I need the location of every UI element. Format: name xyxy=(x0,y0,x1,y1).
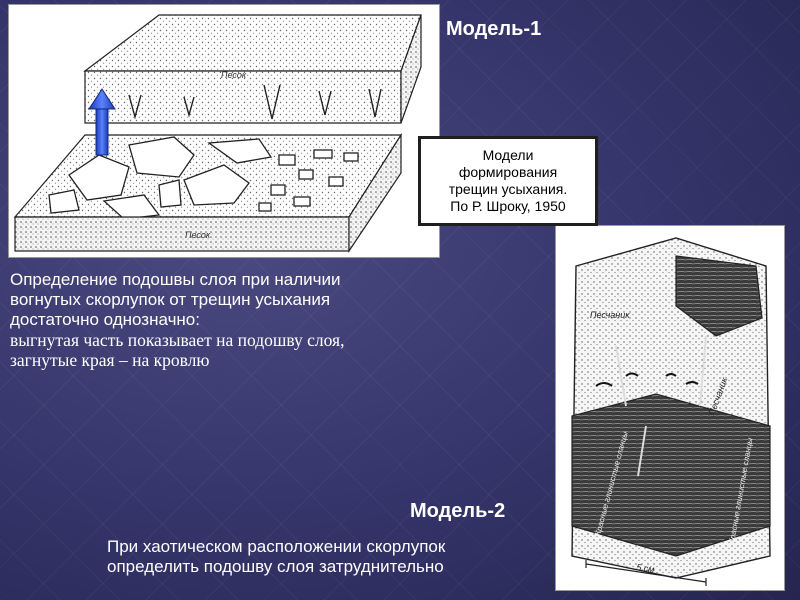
upward-arrow-icon xyxy=(88,88,116,156)
sandstone-label-left: Песчаник xyxy=(590,310,630,320)
description-line: вогнутых скорлупок от трещин усыхания xyxy=(10,290,331,309)
description-line: загнутые края – на кровлю xyxy=(10,350,210,370)
model1-illustration: Песок Песок xyxy=(8,4,440,258)
caption-line: По Р. Шроку, 1950 xyxy=(450,198,566,214)
caption-box: Модели формирования трещин усыхания. По … xyxy=(418,136,598,226)
caption-line: формирования xyxy=(458,164,558,180)
crack-lines xyxy=(615,335,707,477)
caption-line: Модели xyxy=(482,147,534,163)
mudcrack-shells xyxy=(48,136,359,220)
shell-fragments xyxy=(595,372,699,387)
top-sand-top-face xyxy=(83,14,422,72)
description-line: При хаотическом расположении скорлупок xyxy=(107,537,446,556)
lower-shale-band xyxy=(571,393,771,557)
upper-shale-block xyxy=(675,255,763,337)
description-line: выгнутая часть показывает на подошву сло… xyxy=(10,330,345,350)
model2-rock-specimen: Песчаник Песчаник Красные глинистые слан… xyxy=(571,237,771,586)
model2-description: При хаотическом расположении скорлупок о… xyxy=(107,537,547,577)
crack-marks xyxy=(128,84,382,120)
model2-title: Модель-2 xyxy=(410,500,506,522)
description-line: достаточно однозначно: xyxy=(10,310,200,329)
top-sand-label: Песок xyxy=(221,70,247,80)
bottom-sand-front-face xyxy=(14,216,350,252)
scale-bar xyxy=(585,560,707,586)
description-line: определить подошву слоя затруднительно xyxy=(107,557,444,576)
model1-description: Определение подошвы слоя при наличии вог… xyxy=(10,270,450,370)
description-line: Определение подошвы слоя при наличии xyxy=(10,270,341,289)
model1-title: Модель-1 xyxy=(446,18,542,40)
bottom-sand-side-face xyxy=(348,132,402,253)
model2-illustration: Песчаник Песчаник Красные глинистые слан… xyxy=(555,225,785,591)
caption-line: трещин усыхания. xyxy=(448,181,568,197)
bottom-sand-label: Песок xyxy=(185,230,211,240)
model1-block-diagram: Песок Песок xyxy=(13,14,422,253)
scale-label: 5 см xyxy=(636,562,655,574)
top-sand-side-face xyxy=(400,14,422,124)
